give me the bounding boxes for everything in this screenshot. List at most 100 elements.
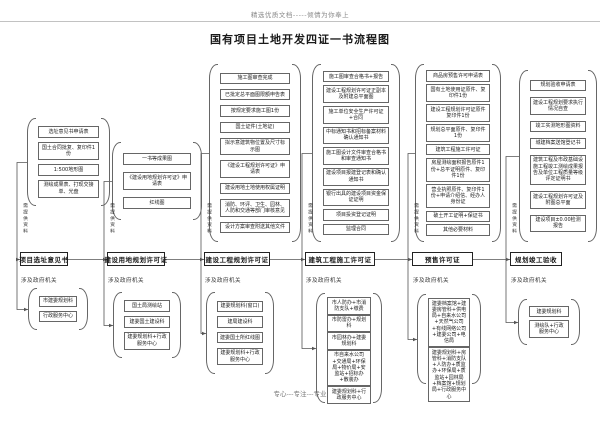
doc-item: 建设工程规划许可证及附图总平面: [530, 191, 586, 209]
agency-item: 建委规划科+行政服务中心: [124, 331, 170, 350]
doc-item: 建筑工程及市政基础设施工程竣工测绘成果报告及单位工程质量等级评定证明书: [530, 154, 586, 186]
brace-right-icon: [472, 294, 481, 384]
doc-item: 建设工程规划许可证正副本及附建总平面图: [323, 85, 389, 103]
docs-group-1: 选址意见书申请表国土合同批复、复印件1份 1:500地形图测绘成果表、打现交接单、…: [27, 118, 110, 206]
agency-item: 国土局测绘站: [124, 300, 170, 312]
agency-item: 市自来水公司+交通局+环保局+物价局+安监站+招标办+散装办: [327, 349, 371, 387]
arrowhead-icon: [200, 257, 204, 262]
agency-group-3-list: 建委规划科(窗口) 建局建设科建委国土所红线图建委规划科+行政服务中心: [217, 292, 263, 374]
agency-group-4-list: 市人防办+市消防支队+缴费市防雷办+规划科市园林办+建委规划科市自来水公司+交通…: [327, 293, 371, 404]
agency-label: 涉及政府机关: [108, 278, 145, 284]
stage-box-5: 预售许可证: [412, 252, 473, 266]
brace-right-icon: [571, 299, 580, 345]
brace-right-icon: [101, 118, 110, 206]
doc-item: 规划验收申请表: [530, 79, 586, 92]
brace-right-icon: [265, 292, 274, 374]
doc-item: 城建档案送馆登记书: [530, 137, 586, 150]
agency-item: 市防雷办+规划科: [327, 314, 371, 333]
doc-item: 国土合同批复、复印件1份: [38, 142, 99, 160]
provide-label: 需提供资料: [307, 203, 312, 235]
doc-item: 建筑工程施工许可证: [426, 144, 490, 156]
brace-left-icon: [519, 70, 528, 242]
brace-left-icon: [206, 292, 215, 374]
doc-item: 红线图: [123, 197, 191, 209]
stage-box-3: 建设工程规划许可证: [204, 252, 270, 266]
doc-item: 测绘成果表、打现交接单、光盘: [38, 179, 99, 198]
doc-item: 消防、环评、卫生、园林、人防和交通等部门审核意见: [220, 199, 290, 217]
agency-item: 建委规划科(窗口): [217, 300, 263, 312]
doc-item: 竣工实测地形图资料: [530, 120, 586, 132]
doc-item: 项目投资登记证明: [323, 209, 389, 221]
doc-item: 施工单位安全生产许可证+合同: [323, 106, 389, 124]
header-divider: [0, 21, 600, 22]
doc-item: 建设项目报建登记表和确认通知书: [323, 167, 389, 186]
agency-item: 行政服务中心: [39, 310, 77, 323]
doc-item: 施工图设计文件审查合格书和审查通知书: [323, 147, 389, 165]
arrowhead-icon: [202, 331, 206, 336]
arrowhead-icon: [506, 257, 510, 262]
agency-item: 市园林办+建委规划科: [327, 332, 371, 350]
doc-item: 国有土地使用证原件、复印件1份: [426, 84, 490, 102]
brace-right-icon: [193, 142, 202, 220]
doc-item: 1:500地形图: [38, 164, 99, 176]
doc-item: 一书等成果图: [123, 153, 191, 165]
doc-item: 中标通知书和招标备案材料确认通知书: [323, 126, 389, 145]
brace-left-icon: [417, 294, 426, 384]
doc-item: 国土证件(土地证): [220, 121, 290, 133]
arrowhead-icon: [408, 257, 412, 262]
arrowhead-icon: [24, 307, 28, 312]
agency-item: 建委规划科+行政服务中心: [217, 347, 263, 366]
provide-label: 需提供资料: [206, 203, 211, 235]
agency-item: 市人防办+市消防支队+缴费: [327, 297, 371, 315]
agency-item: 建委规划科+房管科+消防支队+人防办+质监办+环保局+质监站+园林局+档案馆+规…: [428, 347, 470, 403]
agency-group-3: 建委规划科(窗口) 建局建设科建委国土所红线图建委规划科+行政服务中心: [206, 292, 274, 374]
agency-group-1: 市建委规划科行政服务中心: [28, 288, 88, 330]
brace-right-icon: [292, 64, 301, 242]
agency-label: 涉及政府机关: [413, 278, 450, 284]
agency-group-1-list: 市建委规划科行政服务中心: [39, 288, 77, 330]
arrowhead-icon: [301, 257, 305, 262]
agency-item: 建局建设科: [217, 316, 263, 328]
brace-right-icon: [588, 70, 597, 242]
docs-group-1-list: 选址意见书申请表国土合同批复、复印件1份 1:500地形图测绘成果表、打现交接单、…: [38, 118, 99, 206]
agency-item: 建委国土所红线图: [217, 332, 263, 344]
doc-item: 银行出具的建设项目资金保证证明: [323, 188, 389, 207]
agency-group-6-list: 建委规划科测绘队+行政服务中心: [529, 299, 569, 345]
arrowhead-icon: [16, 257, 20, 262]
brace-left-icon: [113, 292, 122, 358]
docs-group-6: 规划验收申请表建设工程规划要求执行情况自查竣工实测地形图资料城建档案送馆登记书建…: [519, 70, 597, 242]
agency-item: 建委国土建设科: [124, 316, 170, 328]
stage-box-1: 项目选址意见书: [20, 252, 68, 266]
arrowhead-icon: [103, 257, 107, 262]
agency-label: 涉及政府机关: [306, 278, 343, 284]
header-note: 精选优质文档-----倾情为你奉上: [250, 11, 350, 19]
docs-group-3-list: 施工图审查完成已批定总平面图限额申告表按规定要求施工图1份国土证件(土地证)拟示…: [220, 64, 290, 242]
doc-item: 选址意见书申请表: [38, 126, 99, 138]
agency-group-2: 国土局测绘站建委国土建设科建委规划科+行政服务中心: [113, 292, 181, 358]
agency-item: 建委档案馆+建委房管科+供电局+自来水公司+天然气公司+有线网络公司+建委公司+…: [428, 298, 470, 348]
doc-item: 建设项目±0.00检测报告: [530, 214, 586, 233]
doc-item: 设计方案审查附送其他文件: [220, 221, 290, 233]
agency-group-4: 市人防办+市消防支队+缴费市防雷办+规划科市园林办+建委规划科市自来水公司+交通…: [316, 293, 382, 404]
stage-box-4: 建筑工程施工许可证: [305, 252, 375, 266]
doc-item: 破土开工证明+保证书: [426, 210, 490, 222]
stage-box-6: 规划竣工验收: [510, 252, 562, 266]
doc-item: 施工图审查合格书+报告: [323, 71, 389, 83]
brace-left-icon: [28, 288, 37, 330]
agency-label: 涉及政府机关: [21, 278, 58, 284]
brace-right-icon: [492, 64, 501, 242]
agency-group-6: 建委规划科测绘队+行政服务中心: [518, 299, 580, 345]
brace-right-icon: [172, 292, 181, 358]
arrowhead-icon: [109, 323, 113, 328]
doc-item: 按规定要求施工图1份: [220, 105, 290, 117]
agency-label: 涉及政府机关: [205, 278, 242, 284]
brace-left-icon: [316, 293, 325, 403]
docs-group-6-list: 规划验收申请表建设工程规划要求执行情况自查竣工实测地形图资料城建档案送馆登记书建…: [530, 70, 586, 242]
docs-group-2: 一书等成果图《建设用地规划许可证》申请表红线图: [112, 142, 202, 220]
docs-group-4: 施工图审查合格书+报告建设工程规划许可证正副本及附建总平面图施工单位安全生产许可…: [312, 64, 400, 242]
doc-item: 已批定总平面图限额申告表: [220, 89, 290, 101]
footer-note: 专心---专注---专业: [273, 390, 327, 398]
agency-item: 建委规划科+行政服务中心: [327, 386, 371, 404]
